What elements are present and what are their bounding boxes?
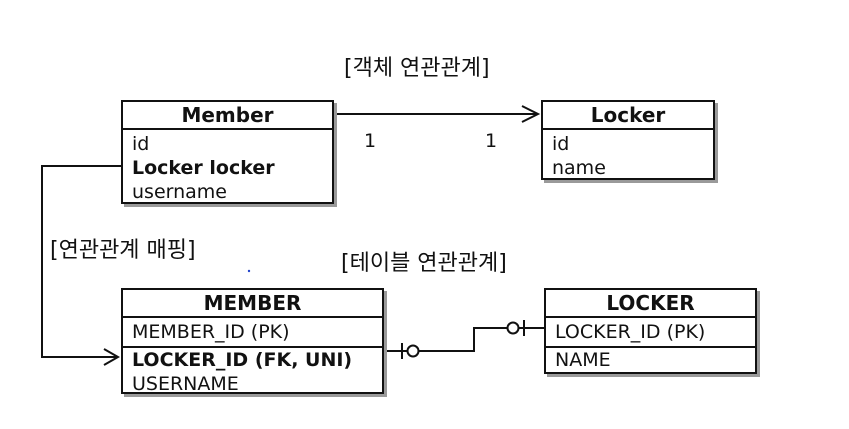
member-table-fk: LOCKER_ID (FK, UNI)	[132, 349, 353, 371]
member-field-username: username	[132, 181, 227, 203]
member-table-separator	[123, 346, 382, 348]
locker-table-title: LOCKER	[546, 290, 755, 318]
locker-class-title: Locker	[543, 102, 713, 130]
multiplicity-member: 1	[364, 130, 377, 152]
multiplicity-locker: 1	[485, 130, 498, 152]
mapping-arrow	[41, 165, 121, 366]
locker-table-separator	[546, 346, 755, 348]
member-table-box: MEMBER MEMBER_ID (PK) LOCKER_ID (FK, UNI…	[121, 288, 384, 395]
member-class-title: Member	[123, 102, 332, 130]
member-class-box: Member id Locker locker username	[121, 100, 334, 204]
locker-field-id: id	[552, 133, 570, 155]
member-field-locker: Locker locker	[132, 157, 275, 179]
locker-field-name: name	[552, 157, 606, 179]
member-field-id: id	[132, 133, 150, 155]
locker-table-box: LOCKER LOCKER_ID (PK) NAME	[544, 288, 757, 374]
er-relationship-line	[384, 320, 544, 359]
member-table-title: MEMBER	[123, 290, 382, 318]
association-arrow	[334, 105, 541, 123]
member-table-username: USERNAME	[132, 373, 239, 395]
member-table-pk: MEMBER_ID (PK)	[132, 321, 290, 343]
mapping-heading: [연관관계 매핑]	[50, 238, 196, 263]
table-relation-heading: [테이블 연관관계]	[341, 251, 507, 276]
locker-table-pk: LOCKER_ID (PK)	[555, 321, 706, 343]
locker-table-name: NAME	[555, 349, 611, 371]
stray-dot	[247, 269, 251, 273]
locker-class-box: Locker id name	[541, 100, 715, 180]
object-relation-heading: [객체 연관관계]	[344, 56, 490, 81]
